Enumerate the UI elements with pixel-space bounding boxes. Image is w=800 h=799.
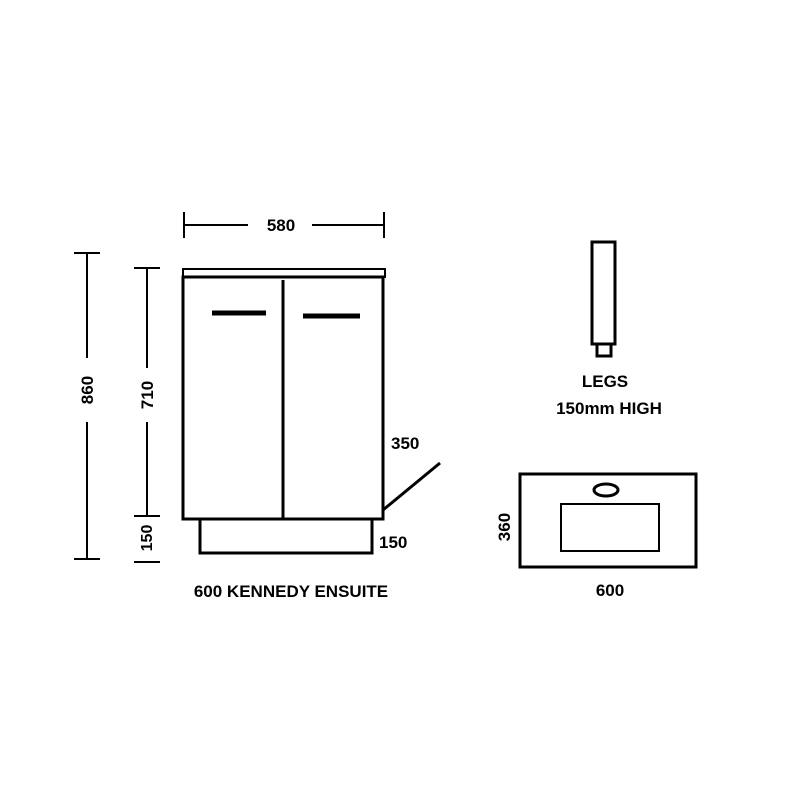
total-height-dimension (74, 252, 100, 560)
basin-top-view (518, 472, 698, 569)
leg-drawing (590, 240, 617, 358)
width-label: 580 (267, 216, 295, 235)
plinth-height-label: 150 (139, 525, 156, 552)
basin-bowl (560, 503, 660, 552)
cabinet-caption: 600 KENNEDY ENSUITE (194, 582, 388, 601)
body-height-dimension (134, 267, 160, 517)
basin-width-label: 600 (596, 581, 624, 600)
tap-hole (592, 482, 620, 498)
depth-indicator-line (382, 461, 441, 512)
width-dimension (183, 212, 385, 238)
cabinet-front-view (181, 268, 441, 555)
legs-title: LEGS (582, 372, 628, 391)
body-height-label: 710 (138, 381, 157, 409)
plinth-depth-label: 150 (379, 533, 407, 552)
total-height-label: 860 (78, 376, 97, 404)
legs-subtitle: 150mm HIGH (556, 399, 662, 418)
cabinet-plinth (198, 517, 374, 555)
basin-outline (518, 472, 698, 569)
leg-foot (595, 342, 613, 358)
depth-label: 350 (391, 434, 419, 453)
basin-depth-label: 360 (495, 513, 514, 541)
leg-body (590, 240, 617, 346)
